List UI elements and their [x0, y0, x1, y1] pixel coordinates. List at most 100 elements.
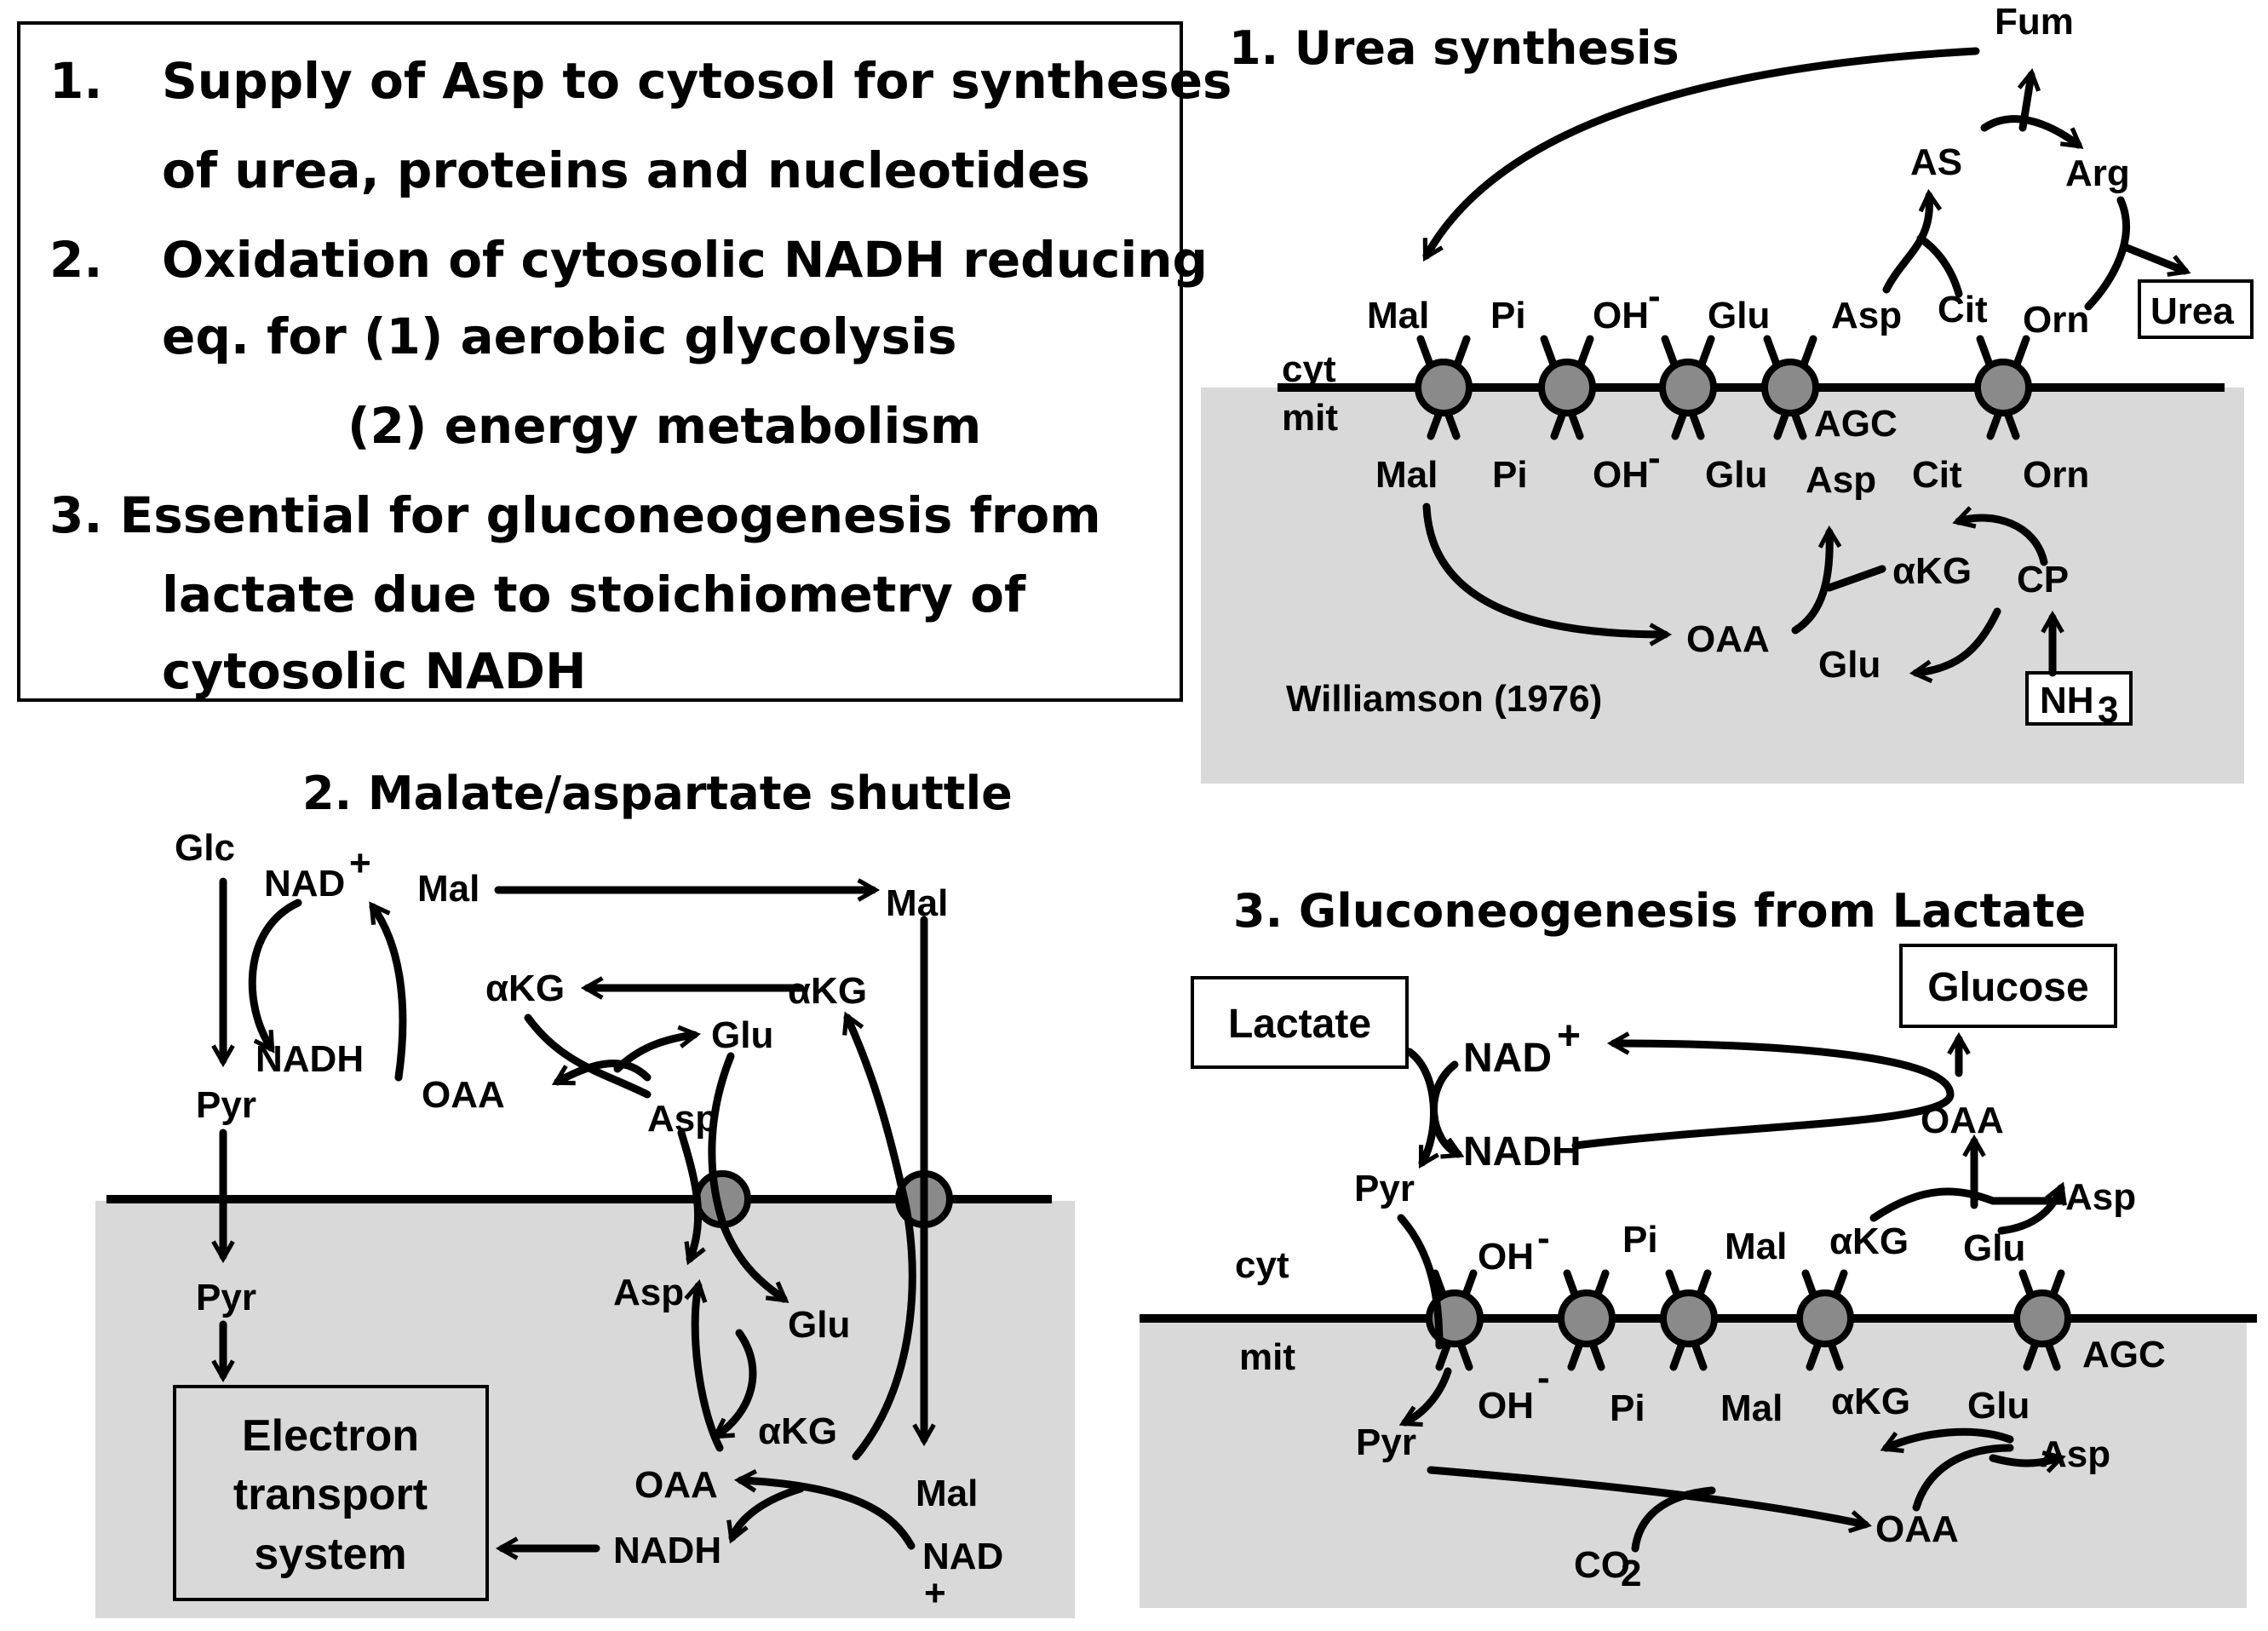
urea-arg: Arg	[2065, 152, 2130, 194]
urea-oh-mit: OH	[1593, 454, 1649, 496]
urea-akg: αKG	[1892, 550, 1972, 592]
gluco-pyr-top: Pyr	[1354, 1168, 1415, 1209]
urea-carriers	[1415, 335, 2032, 440]
intro-line-3a: 3. Essential for gluconeogenesis from	[49, 486, 1101, 544]
shuttle-oaa-to-asp-arrow	[684, 1279, 724, 1452]
shuttle-nadh-mit: NADH	[613, 1530, 721, 1571]
gluco-cyt: cyt	[1235, 1244, 1289, 1286]
gluco-co2: CO	[1574, 1544, 1630, 1586]
gluco-pi-bot: Pi	[1610, 1387, 1645, 1429]
intro-line-2b: eq. for (1) aerobic glycolysis	[162, 307, 956, 365]
gluco-agc: AGC	[2082, 1334, 2166, 1375]
gluco-oh-top-minus: -	[1537, 1217, 1550, 1259]
gluco-carrier-agc	[2013, 1289, 2071, 1347]
urea-glu-mit: Glu	[1705, 454, 1767, 496]
urea-panel: 1. Urea synthesis cyt mit Fum AS Arg Ure…	[1201, 1, 2254, 784]
intro-line-3b: lactate due to stoichiometry of	[162, 566, 1026, 623]
gluco-aat-cyt-curve	[1869, 1187, 2065, 1222]
urea-to-glu-arrow	[1909, 607, 2001, 684]
shuttle-nad-to-nadh-mit-arrow	[726, 1485, 805, 1544]
gluco-nadh-loop-arrow	[1571, 1031, 1955, 1150]
intro-box: 1. Supply of Asp to cytosol for synthese…	[17, 21, 1232, 702]
urea-to-fum-arrow	[2017, 67, 2041, 132]
gluco-mit: mit	[1239, 1336, 1295, 1378]
gluco-co2-input	[1631, 1486, 1716, 1553]
urea-as: AS	[1910, 141, 1962, 183]
gluco-glucose-box	[1899, 944, 2117, 1028]
intro-line-2a: Oxidation of cytosolic NADH reducing	[162, 231, 1208, 289]
shuttle-akg-mit: αKG	[758, 1410, 837, 1452]
intro-line-2c: (2) energy metabolism	[347, 397, 981, 455]
gluco-co2-sub: 2	[1621, 1553, 1641, 1594]
shuttle-akg-left: αKG	[485, 968, 565, 1009]
shuttle-pyr-bot: Pyr	[196, 1277, 256, 1318]
urea-nh3: NH	[2040, 680, 2094, 721]
urea-agc: AGC	[1814, 403, 1898, 445]
gluco-akg-top: αKG	[1829, 1220, 1909, 1262]
urea-cp-to-cit-arrow	[1952, 506, 2048, 566]
intro-line-1b: of urea, proteins and nucleotides	[162, 141, 1090, 199]
urea-pi-cyt: Pi	[1490, 295, 1526, 336]
gluco-lactate: Lactate	[1228, 1002, 1371, 1047]
shuttle-glu-to-akg-arrow	[711, 1329, 757, 1439]
shuttle-akg-export-arrow	[842, 1011, 916, 1461]
intro-line-1a: Supply of Asp to cytosol for syntheses	[162, 52, 1232, 110]
gluco-mal-top: Mal	[1725, 1226, 1787, 1267]
shuttle-oaa-mit: OAA	[634, 1464, 718, 1506]
gluco-asp-bot: Asp	[2040, 1433, 2110, 1475]
gluco-title: 3. Gluconeogenesis from Lactate	[1233, 884, 2086, 938]
urea-as-to-arg-arrow	[1980, 115, 2084, 149]
shuttle-glu-mit: Glu	[788, 1304, 850, 1346]
urea-mal-cyt: Mal	[1367, 295, 1429, 336]
gluco-nad-to-nadh-arrow	[1430, 1060, 1465, 1159]
gluco-glu-to-asp-arrow	[1997, 1181, 2067, 1235]
urea-urea: Urea	[2150, 290, 2234, 332]
gluco-glucose: Glucose	[1927, 965, 2088, 1010]
gluco-asp-top: Asp	[2065, 1176, 2136, 1218]
gluco-aat-mit-curve	[1912, 1444, 2014, 1512]
gluco-nad-plus: NAD	[1463, 1036, 1552, 1081]
gluco-nadh: NADH	[1463, 1129, 1582, 1174]
shuttle-oaa-nadh-to-nad-arrow	[369, 901, 407, 1082]
urea-orn-mit: Orn	[2023, 454, 2089, 496]
gluco-pyr-bot: Pyr	[1356, 1421, 1416, 1463]
gluco-pyr-import-curve	[1397, 1214, 1444, 1350]
urea-akg-branch	[1825, 565, 1886, 592]
shuttle-panel: 2. Malate/aspartate shuttle Glc NAD + Ma…	[95, 767, 1075, 1618]
urea-oh-cyt-sup: -	[1648, 275, 1661, 317]
gluco-oh-bot-minus: -	[1537, 1357, 1550, 1398]
urea-nh3-sub: 3	[2098, 689, 2118, 731]
shuttle-mal-right: Mal	[886, 882, 948, 924]
urea-nh3-box	[2025, 671, 2133, 726]
urea-carrier-pi	[1538, 359, 1596, 416]
urea-glu-cyt: Glu	[1708, 295, 1770, 336]
urea-fum-to-mal-arrow	[1422, 47, 1980, 262]
urea-cit-curve	[1916, 234, 1963, 298]
shuttle-ets-line2: transport	[233, 1470, 428, 1519]
urea-cit-mit: Cit	[1912, 454, 1962, 496]
gluco-pyr-into-mit-arrow	[1398, 1367, 1452, 1427]
gluco-carrier-akg	[1796, 1289, 1854, 1347]
shuttle-ets-box	[173, 1385, 489, 1601]
urea-urea-box	[2138, 279, 2254, 339]
urea-title: 1. Urea synthesis	[1229, 21, 1679, 75]
gluco-to-akg-mit-arrow	[1880, 1427, 2014, 1454]
shuttle-nad-sup: +	[349, 842, 371, 884]
shuttle-mal-mit: Mal	[916, 1473, 978, 1514]
urea-arg-to-orn-curve	[2084, 196, 2130, 311]
gluco-to-asp-mit-arrow	[1989, 1450, 2066, 1473]
urea-pi-mit: Pi	[1492, 454, 1528, 496]
shuttle-glu-import-arrow	[708, 1052, 789, 1303]
urea-carrier-orn	[1974, 359, 2032, 416]
urea-oh-cyt: OH	[1593, 295, 1649, 336]
urea-asp-cyt: Asp	[1831, 295, 1902, 336]
urea-cyt-label: cyt	[1282, 348, 1336, 390]
urea-orn-cyt: Orn	[2023, 299, 2089, 341]
shuttle-asp-export-arrow	[677, 1128, 706, 1266]
urea-to-urea-arrow	[2121, 243, 2191, 277]
gluco-pi-top: Pi	[1622, 1219, 1658, 1261]
gluco-pyr-to-oaa-arrow	[1427, 1466, 1872, 1534]
shuttle-glu-top: Glu	[711, 1014, 773, 1056]
shuttle-akg-to-glu-arrow	[613, 1025, 702, 1073]
gluco-oh-bot: OH	[1478, 1385, 1534, 1427]
